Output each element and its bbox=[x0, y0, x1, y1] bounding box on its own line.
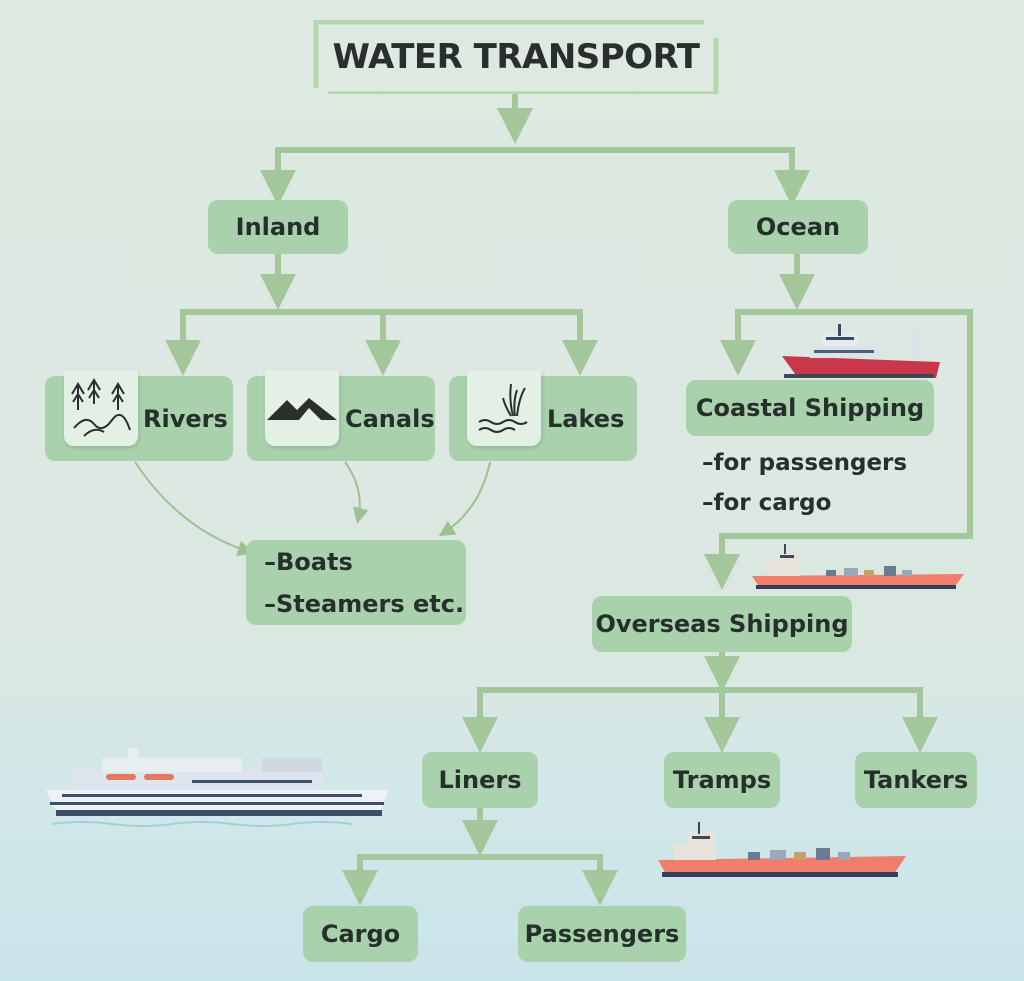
vessel-boats: –Boats bbox=[264, 547, 353, 576]
title-frame: WATER TRANSPORT bbox=[312, 20, 720, 94]
mountain-icon bbox=[265, 370, 339, 446]
vessel-steamers: –Steamers etc. bbox=[264, 589, 465, 618]
lakes-label: Lakes bbox=[547, 404, 625, 433]
tanker-ship-icon bbox=[658, 822, 906, 877]
liners-node: Liners bbox=[422, 752, 538, 808]
page-title: WATER TRANSPORT bbox=[332, 37, 700, 77]
rivers-label: Rivers bbox=[143, 404, 228, 433]
ocean-node: Ocean bbox=[728, 200, 868, 254]
passengers-node: Passengers bbox=[518, 906, 686, 962]
tramps-node: Tramps bbox=[664, 752, 780, 808]
lake-icon bbox=[467, 370, 541, 446]
canals-label: Canals bbox=[345, 404, 435, 433]
overseas-shipping-node: Overseas Shipping bbox=[592, 596, 852, 652]
cruise-ship-icon bbox=[46, 748, 388, 827]
coastal-use-passengers: –for passengers bbox=[702, 450, 908, 476]
inland-vessels-node: –Boats –Steamers etc. bbox=[246, 540, 466, 625]
coastal-use-cargo: –for cargo bbox=[702, 490, 832, 516]
forest-icon bbox=[64, 370, 138, 446]
cargo-ship-icon bbox=[752, 544, 964, 589]
inland-node: Inland bbox=[208, 200, 348, 254]
tankers-node: Tankers bbox=[855, 752, 977, 808]
coastal-shipping-node: Coastal Shipping bbox=[686, 380, 934, 436]
fishing-vessel-icon bbox=[782, 324, 940, 378]
cargo-node: Cargo bbox=[303, 906, 418, 962]
